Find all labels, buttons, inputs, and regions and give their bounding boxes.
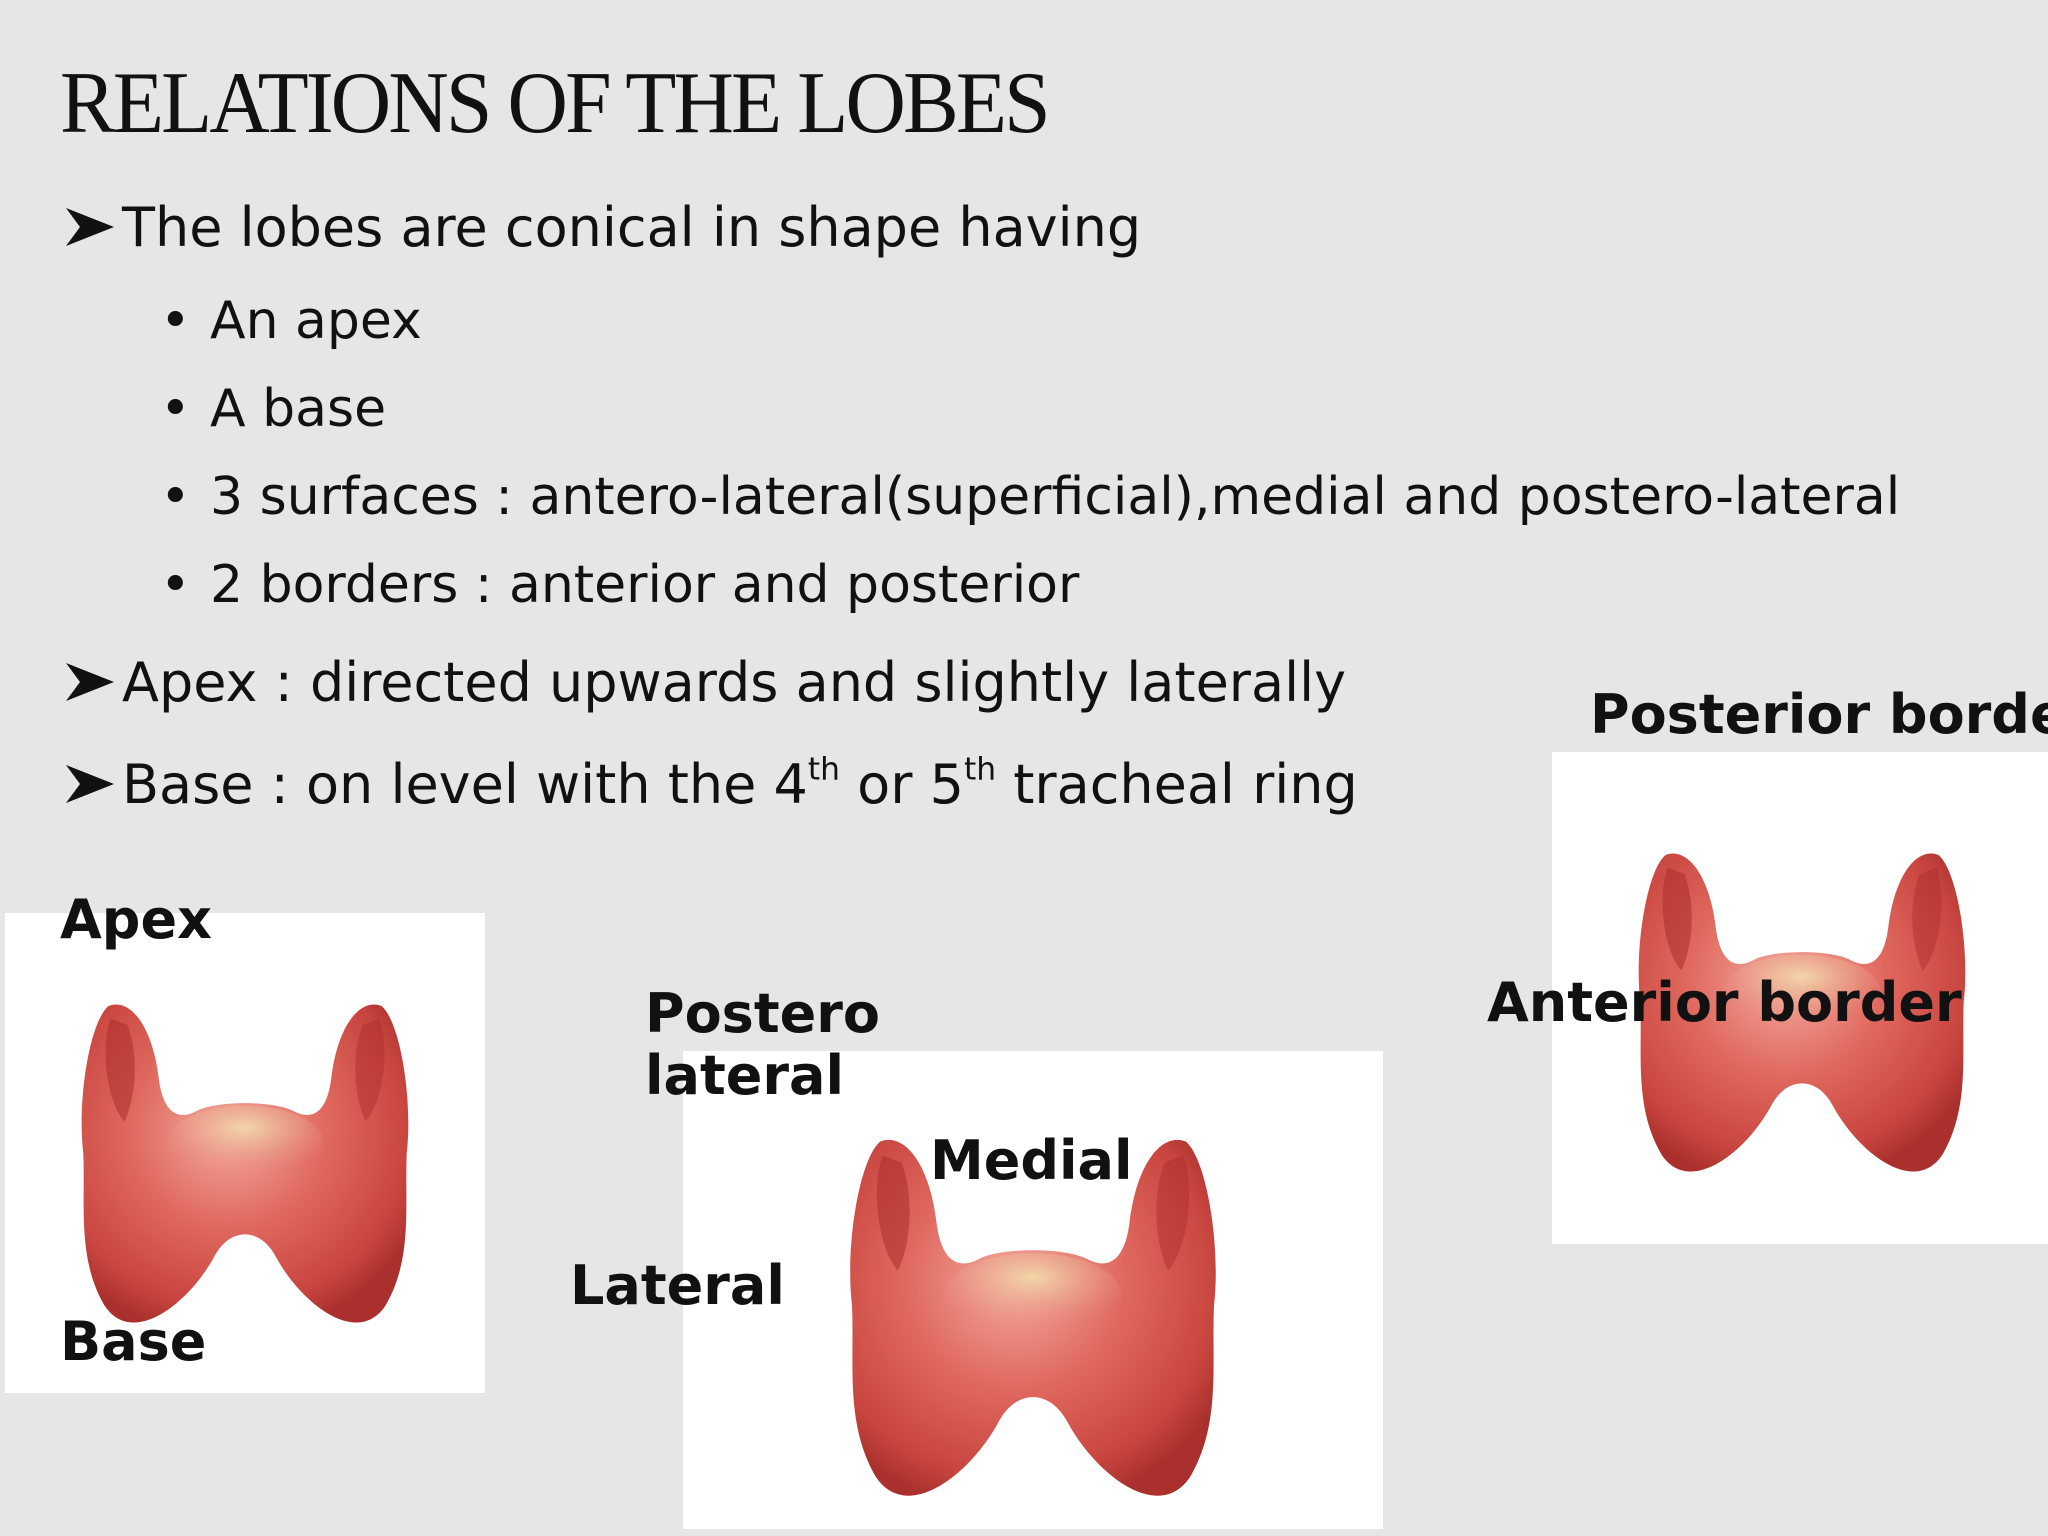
label-medial: Medial	[930, 1129, 1133, 1192]
label-postero-lateral-line2: lateral	[645, 1044, 844, 1108]
ordinal-suffix: th	[807, 751, 841, 788]
thyroid-image-middle	[683, 1051, 1383, 1529]
feature-text: A base	[210, 379, 387, 439]
feature-text: An apex	[210, 291, 422, 351]
feature-text: 3 surfaces : antero-lateral(superficial)…	[210, 467, 1901, 527]
feature-item: •An apex	[160, 295, 422, 347]
feature-item: •2 borders : anterior and posterior	[160, 559, 1079, 611]
ordinal-suffix: th	[963, 751, 997, 788]
label-base: Base	[60, 1310, 207, 1373]
arrow-bullet-icon	[66, 663, 114, 701]
feature-item: •A base	[160, 383, 386, 435]
feature-text: 2 borders : anterior and posterior	[210, 555, 1080, 615]
apex-text: Apex : directed upwards and slightly lat…	[122, 651, 1347, 714]
label-postero: Postero	[645, 982, 880, 1045]
label-anterior-border: Anterior border	[1487, 971, 1962, 1034]
thyroid-illustration	[850, 1139, 1216, 1496]
base-text-part3: tracheal ring	[996, 753, 1358, 816]
label-posterior-border: Posterior border	[1590, 683, 2048, 746]
bullet-icon: •	[160, 291, 191, 351]
label-lateral: Lateral	[570, 1254, 785, 1317]
arrow-bullet-icon	[66, 208, 114, 246]
thyroid-image-left	[5, 913, 485, 1393]
bullet-icon: •	[160, 467, 191, 527]
intro-line: The lobes are conical in shape having	[62, 201, 1141, 255]
base-text-part1: Base : on level with the 4	[122, 753, 808, 816]
label-postero-lateral: Postero lateral	[645, 982, 880, 1108]
label-apex: Apex	[60, 888, 212, 951]
slide-title: RELATIONS OF THE LOBES	[60, 55, 1051, 152]
apex-line: Apex : directed upwards and slightly lat…	[62, 656, 1346, 710]
feature-item: •3 surfaces : antero-lateral(superficial…	[160, 471, 1900, 523]
bullet-icon: •	[160, 379, 191, 439]
intro-text: The lobes are conical in shape having	[122, 196, 1142, 259]
base-line: Base : on level with the 4th or 5th trac…	[62, 754, 1358, 812]
thyroid-image-right	[1552, 752, 2048, 1244]
bullet-icon: •	[160, 555, 191, 615]
base-text-part2: or 5	[840, 753, 964, 816]
arrow-bullet-icon	[66, 765, 114, 803]
